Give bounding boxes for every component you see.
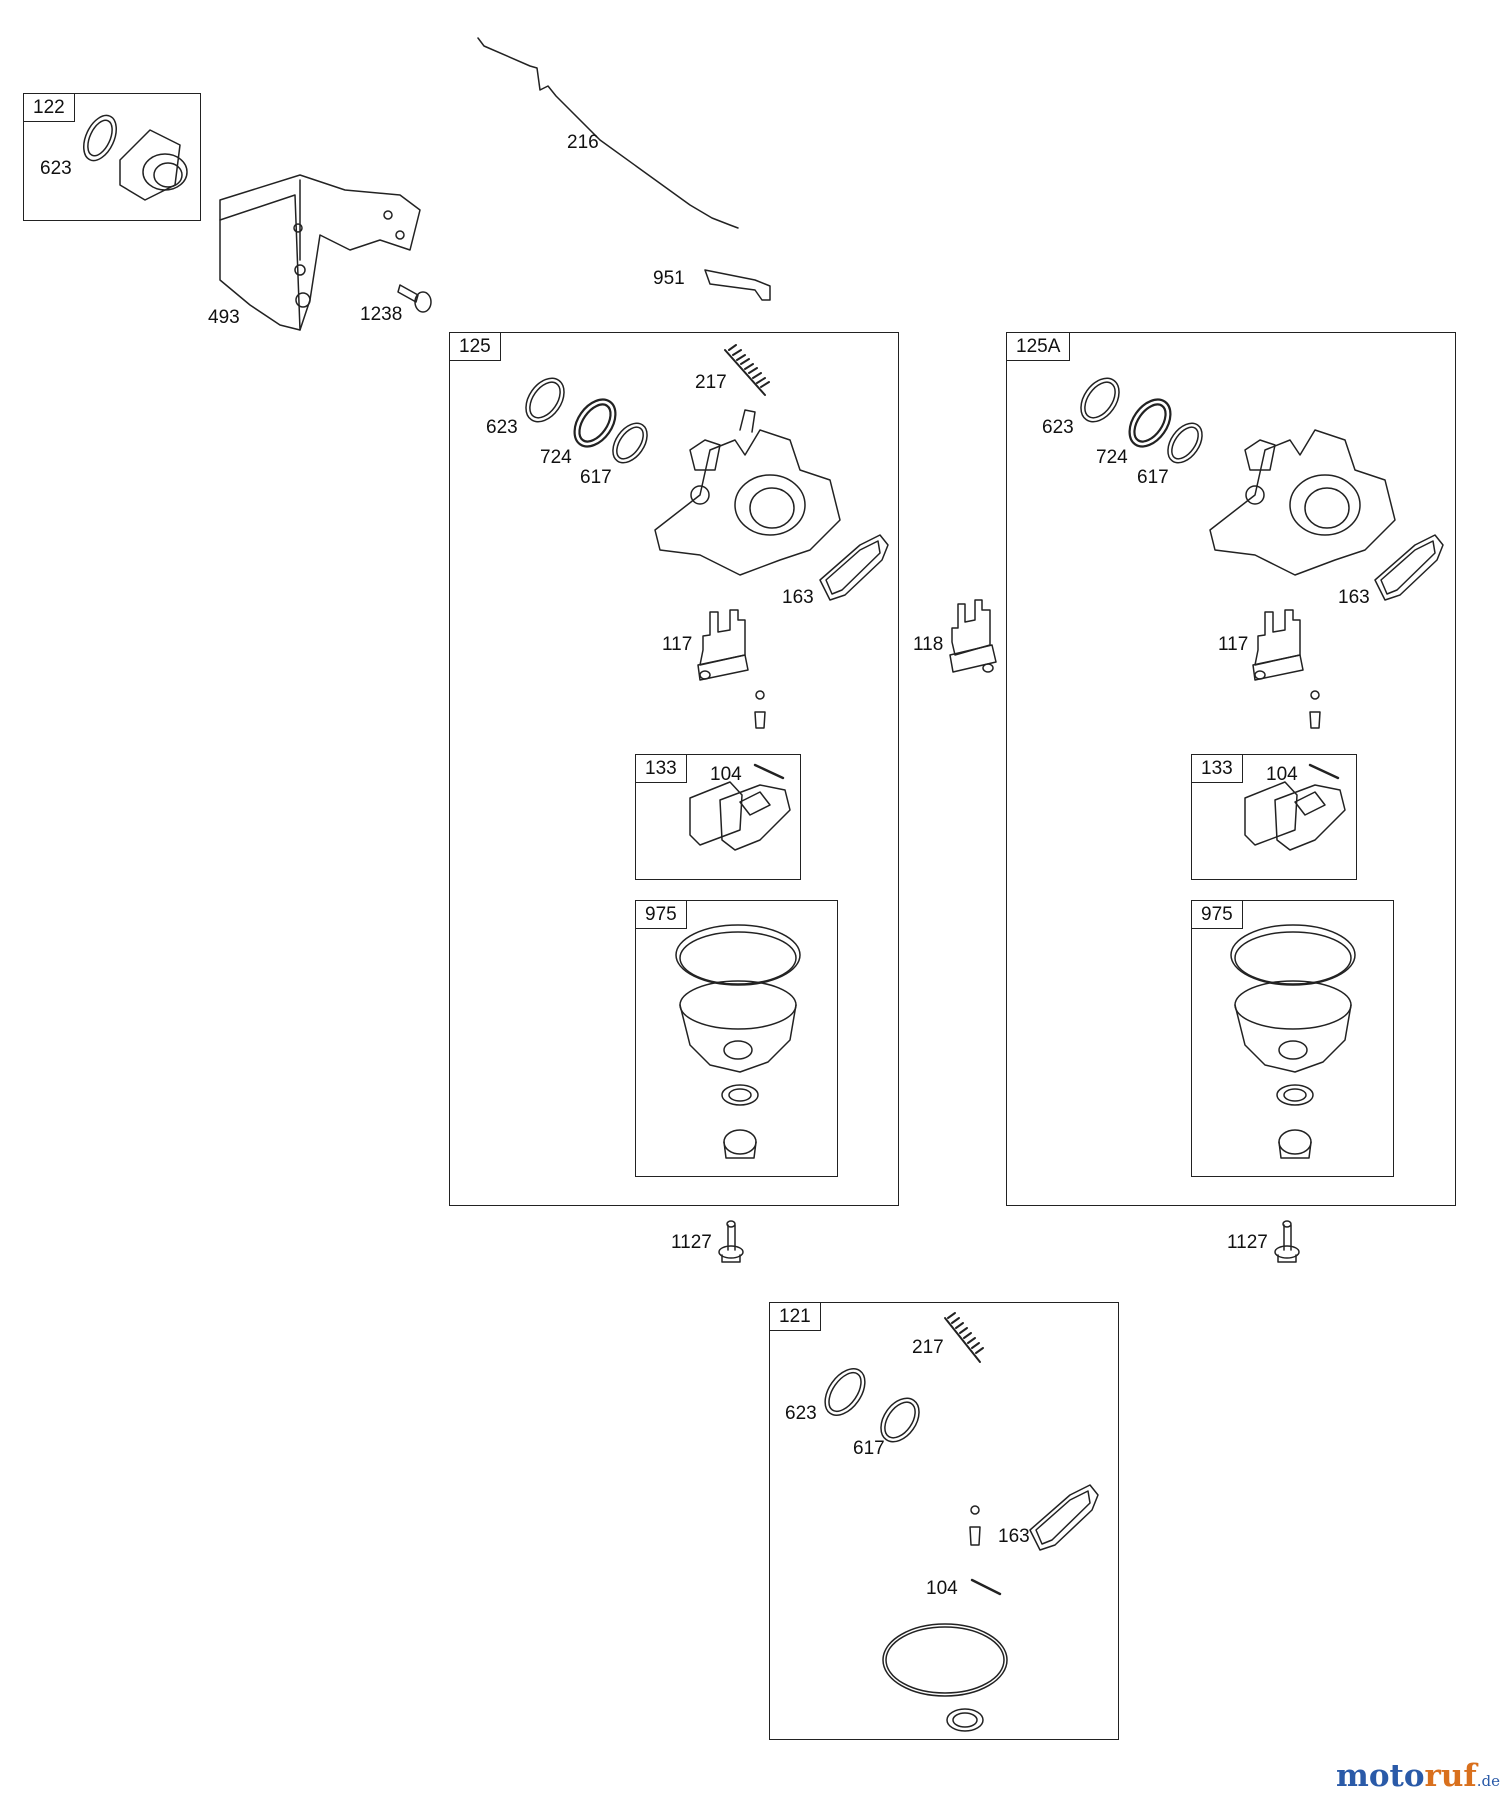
float-133-kit125a-drawing (1244, 781, 1346, 851)
callout-163: 163 (1338, 587, 1370, 608)
gasket-617-kit121-drawing (880, 1397, 920, 1443)
spring-217-kit121-drawing (944, 1312, 984, 1363)
float-133-kit125-drawing (689, 781, 791, 851)
callout-118: 118 (913, 634, 944, 655)
elbow-adapter-drawing (119, 129, 188, 201)
callout-623: 623 (40, 158, 72, 179)
pin-104-kit125-drawing (753, 763, 785, 780)
kit-number-133: 133 (1192, 755, 1243, 783)
kit-number-121: 121 (770, 1303, 821, 1331)
callout-623: 623 (486, 417, 518, 438)
callout-104: 104 (926, 1578, 958, 1599)
kit-number-125a: 125A (1007, 333, 1071, 361)
callout-493: 493 (208, 307, 240, 328)
screw-1127-left-drawing (718, 1220, 744, 1263)
callout-163: 163 (998, 1526, 1030, 1547)
callout-104: 104 (1266, 764, 1298, 785)
gasket-617-kit125-drawing (612, 422, 648, 464)
bowl-975-kit125a-drawing (1230, 924, 1356, 1159)
callout-623: 623 (1042, 417, 1074, 438)
callout-724: 724 (1096, 447, 1128, 468)
callout-117: 117 (1218, 634, 1249, 655)
fuel-valve-117-kit125-drawing (697, 609, 749, 681)
kit-number-975: 975 (1192, 901, 1243, 929)
kit-box-125: 125 (449, 332, 899, 1206)
callout-617: 617 (580, 467, 612, 488)
kit-box-975-in-125a: 975 (1191, 900, 1394, 1177)
needle-seat-kit125a-drawing (1309, 690, 1321, 729)
gasket-163-kit121-drawing (1029, 1484, 1099, 1551)
o-ring-623-kit122-drawing (83, 114, 117, 162)
seal-724-kit125a-drawing (1128, 398, 1172, 448)
callout-217: 217 (695, 372, 727, 393)
pin-104-kit121-drawing (970, 1578, 1002, 1596)
kit-number-122: 122 (24, 94, 75, 122)
callout-216: 216 (567, 132, 599, 153)
callout-724: 724 (540, 447, 572, 468)
watermark-part-1: moto (1336, 1758, 1425, 1794)
callout-617: 617 (853, 1438, 885, 1459)
o-ring-623-kit121-drawing (824, 1368, 866, 1416)
carburetor-body-kit125-drawing (654, 409, 841, 576)
fuel-valve-118-drawing (949, 599, 997, 673)
screw-1127-right-drawing (1274, 1220, 1300, 1263)
kit-box-122: 122 (23, 93, 201, 221)
kit-box-125a: 125A (1006, 332, 1456, 1206)
o-ring-623-kit125-drawing (525, 377, 565, 423)
kit-number-125: 125 (450, 333, 501, 361)
callout-617: 617 (1137, 467, 1169, 488)
kit-number-975: 975 (636, 901, 687, 929)
callout-1127: 1127 (1227, 1232, 1268, 1253)
watermark-part-2: ruf (1424, 1758, 1477, 1794)
callout-217: 217 (912, 1337, 944, 1358)
gasket-163-kit125a-drawing (1374, 534, 1444, 601)
bracket-493-drawing (219, 174, 421, 331)
callout-1238: 1238 (360, 304, 403, 325)
kit-number-133: 133 (636, 755, 687, 783)
lever-951-drawing (704, 269, 771, 301)
watermark-logo: motoruf.de (1336, 1758, 1500, 1794)
o-ring-623-kit125a-drawing (1080, 377, 1120, 423)
kit-box-133-in-125a: 133 (1191, 754, 1357, 880)
link-rod-216-drawing (477, 37, 739, 229)
gasket-163-kit125-drawing (819, 534, 889, 601)
callout-163: 163 (782, 587, 814, 608)
callout-623: 623 (785, 1403, 817, 1424)
bowl-975-kit125-drawing (675, 924, 801, 1159)
callout-117: 117 (662, 634, 693, 655)
spring-217-kit125-drawing (724, 344, 770, 396)
fuel-valve-117-kit125a-drawing (1252, 609, 1304, 681)
watermark-part-3: .de (1476, 1772, 1500, 1790)
needle-seat-kit125-drawing (754, 690, 766, 729)
kit-box-121: 121 (769, 1302, 1119, 1740)
pin-104-kit125a-drawing (1308, 763, 1340, 780)
kit-box-975-in-125: 975 (635, 900, 838, 1177)
callout-951: 951 (653, 268, 685, 289)
callout-104: 104 (710, 764, 742, 785)
seal-724-kit125-drawing (573, 398, 617, 448)
washer-kit121-drawing (946, 1708, 984, 1732)
o-ring-bowl-kit121-drawing (882, 1623, 1008, 1697)
needle-seat-kit121-drawing (969, 1505, 981, 1546)
kit-box-133-in-125: 133 (635, 754, 801, 880)
bolt-1238-drawing (397, 284, 432, 313)
carburetor-body-kit125a-drawing (1209, 429, 1396, 576)
callout-1127: 1127 (671, 1232, 712, 1253)
gasket-617-kit125a-drawing (1167, 422, 1203, 464)
